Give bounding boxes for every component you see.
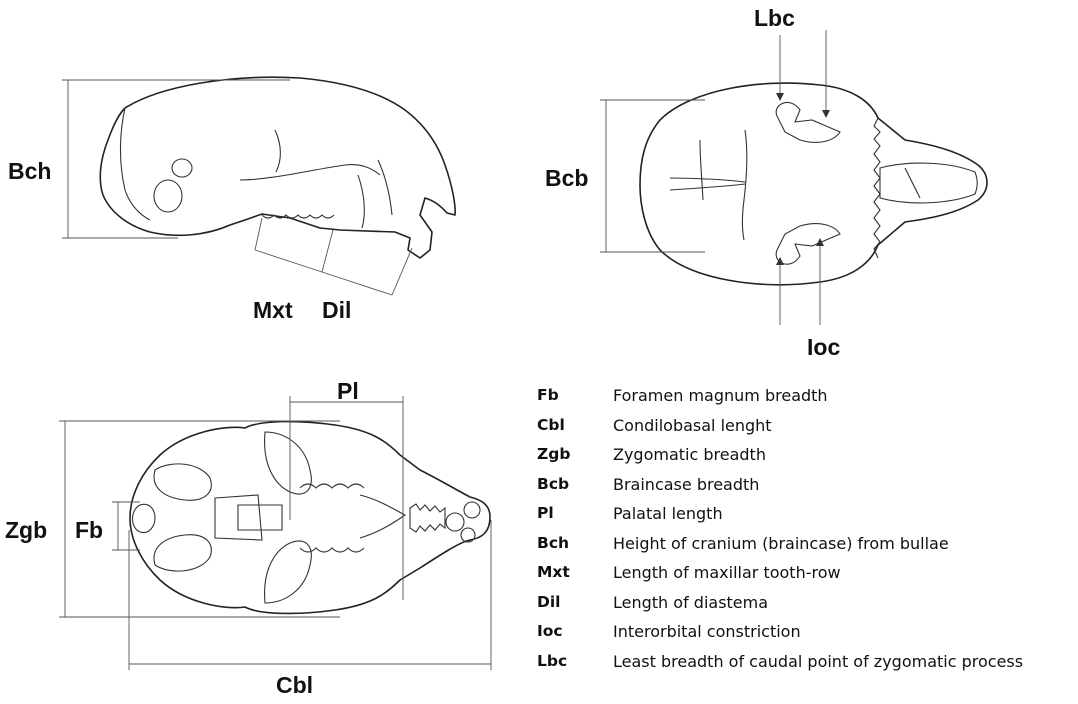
legend-desc: Interorbital constriction	[613, 622, 801, 641]
label-bcb: Bcb	[545, 165, 588, 191]
label-mxt: Mxt	[253, 297, 293, 323]
legend-abbr: Lbc	[537, 652, 567, 670]
abbreviation-legend: Fb Foramen magnum breadth Cbl Condilobasal…	[537, 386, 1067, 681]
legend-row: Cbl Condilobasal lenght	[537, 416, 1067, 446]
legend-row: Fb Foramen magnum breadth	[537, 386, 1067, 416]
legend-abbr: Bch	[537, 534, 569, 552]
legend-abbr: Cbl	[537, 416, 565, 434]
label-lbc: Lbc	[754, 5, 795, 31]
legend-row: Pl Palatal length	[537, 504, 1067, 534]
legend-desc: Least breadth of caudal point of zygomat…	[613, 652, 1023, 671]
legend-abbr: Zgb	[537, 445, 570, 463]
label-dil: Dil	[322, 297, 351, 323]
legend-abbr: Ioc	[537, 622, 563, 640]
bch-measure	[62, 80, 290, 238]
skull-ventral-view	[130, 422, 490, 614]
label-fb: Fb	[75, 517, 103, 543]
fb-measure	[112, 502, 140, 550]
legend-abbr: Bcb	[537, 475, 569, 493]
legend-row: Mxt Length of maxillar tooth-row	[537, 563, 1067, 593]
legend-row: Lbc Least breadth of caudal point of zygo…	[537, 652, 1067, 682]
legend-desc: Foramen magnum breadth	[613, 386, 828, 405]
legend-abbr: Mxt	[537, 563, 570, 581]
legend-row: Zgb Zygomatic breadth	[537, 445, 1067, 475]
label-pl: Pl	[337, 378, 359, 404]
skull-dorsal-view	[640, 83, 987, 285]
legend-desc: Length of diastema	[613, 593, 768, 612]
legend-abbr: Pl	[537, 504, 554, 522]
legend-abbr: Fb	[537, 386, 559, 404]
label-ioc: Ioc	[807, 334, 840, 360]
label-zgb: Zgb	[5, 517, 47, 543]
legend-desc: Length of maxillar tooth-row	[613, 563, 841, 582]
ioc-arrows	[776, 238, 824, 325]
label-cbl: Cbl	[276, 672, 313, 698]
skull-lateral-view	[100, 77, 455, 258]
legend-desc: Zygomatic breadth	[613, 445, 766, 464]
legend-row: Ioc Interorbital constriction	[537, 622, 1067, 652]
legend-desc: Palatal length	[613, 504, 723, 523]
legend-desc: Braincase breadth	[613, 475, 759, 494]
lbc-arrows	[776, 30, 830, 118]
label-bch: Bch	[8, 158, 51, 184]
legend-row: Bch Height of cranium (braincase) from bu…	[537, 534, 1067, 564]
legend-abbr: Dil	[537, 593, 561, 611]
legend-desc: Condilobasal lenght	[613, 416, 772, 435]
legend-row: Bcb Braincase breadth	[537, 475, 1067, 505]
legend-row: Dil Length of diastema	[537, 593, 1067, 623]
bcb-measure	[600, 100, 705, 252]
legend-desc: Height of cranium (braincase) from bulla…	[613, 534, 949, 553]
